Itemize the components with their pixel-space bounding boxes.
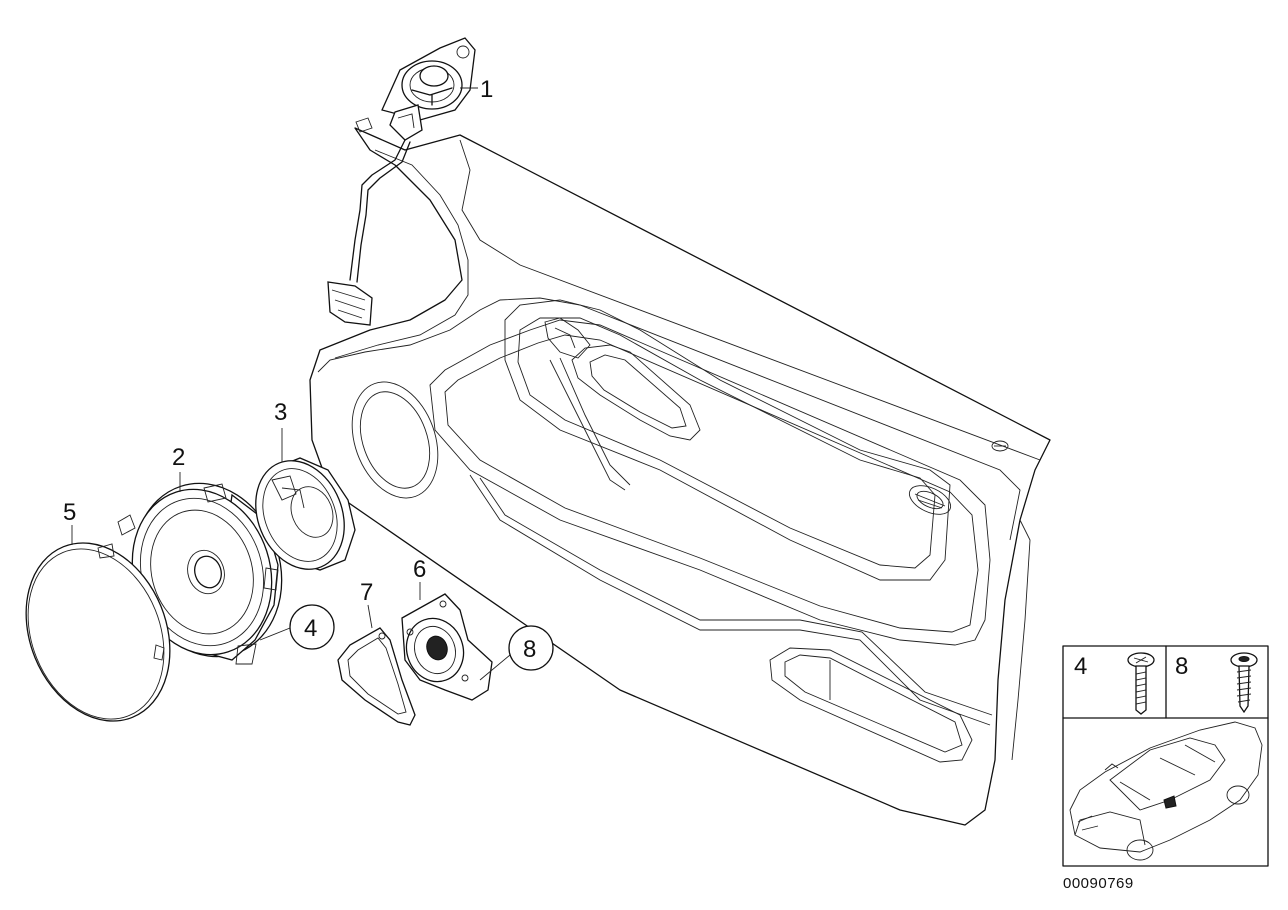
speaker-spacer-ring	[255, 457, 356, 571]
reference-number: 00090769	[1063, 875, 1134, 892]
callout-labels: 1 2 3 4 5 6 7 8	[63, 76, 554, 671]
callout-2: 2	[172, 444, 185, 471]
callout-3: 3	[274, 399, 287, 426]
callout-5: 5	[63, 499, 76, 526]
car-location-icon	[1069, 721, 1263, 861]
screw-8-icon	[1230, 652, 1258, 714]
callout-4: 4	[304, 615, 317, 642]
triangular-trim-cover	[337, 627, 416, 726]
midrange-speaker	[401, 593, 493, 701]
speaker-cover	[25, 542, 171, 722]
callout-6: 6	[413, 556, 426, 583]
callout-7: 7	[360, 579, 373, 606]
inset-label-8: 8	[1175, 653, 1188, 680]
callout-1: 1	[480, 76, 493, 103]
door-trim-panel	[309, 127, 1051, 826]
callout-8-circle	[508, 625, 554, 671]
callout-leaders	[71, 87, 511, 681]
inset-label-4: 4	[1074, 653, 1087, 680]
inset-panel: 4 8	[1062, 645, 1269, 867]
callout-4-circle	[289, 604, 335, 650]
screw-4-icon	[1127, 652, 1155, 715]
callout-8: 8	[523, 636, 536, 663]
tweeter-assembly	[327, 37, 476, 326]
woofer-speaker	[117, 482, 283, 665]
